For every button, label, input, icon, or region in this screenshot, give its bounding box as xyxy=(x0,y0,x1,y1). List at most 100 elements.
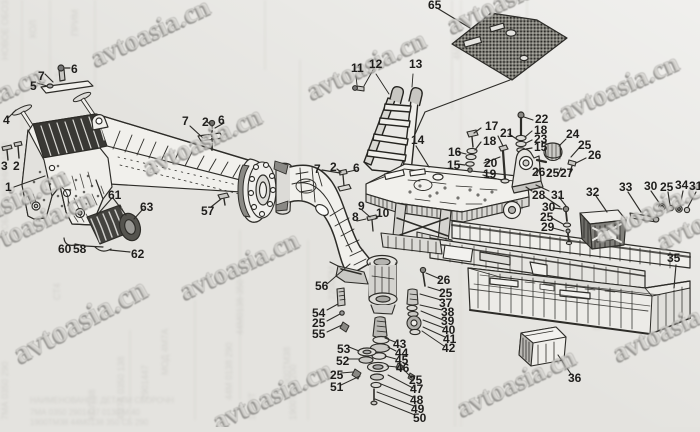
svg-text:26: 26 xyxy=(532,165,546,179)
svg-text:23: 23 xyxy=(534,132,548,146)
svg-text:1: 1 xyxy=(5,180,12,194)
svg-text:НАИМЕНОВАНИЕ ДЕТАЛИ СБОРОЧН: НАИМЕНОВАНИЕ ДЕТАЛИ СБОРОЧН xyxy=(30,396,174,405)
svg-text:43: 43 xyxy=(393,337,407,351)
svg-text:41: 41 xyxy=(443,332,457,346)
svg-text:1900ТМ38: 1900ТМ38 xyxy=(282,347,292,390)
svg-text:15: 15 xyxy=(447,158,461,172)
svg-text:51: 51 xyxy=(330,380,344,394)
svg-text:25: 25 xyxy=(578,138,592,152)
svg-text:46: 46 xyxy=(396,361,410,375)
svg-text:190ОТ: 190ОТ xyxy=(247,392,257,420)
svg-text:39: 39 xyxy=(441,314,455,328)
svg-text:25: 25 xyxy=(540,210,554,224)
svg-text:21: 21 xyxy=(500,126,514,140)
svg-text:5: 5 xyxy=(30,79,37,93)
svg-text:47: 47 xyxy=(410,382,424,396)
svg-text:25: 25 xyxy=(409,373,423,387)
svg-text:37: 37 xyxy=(439,296,453,310)
svg-text:18: 18 xyxy=(483,134,497,148)
svg-text:НОВОЕ ОБОЗ: НОВОЕ ОБОЗ xyxy=(0,0,10,60)
svg-text:53: 53 xyxy=(337,342,351,356)
svg-text:24: 24 xyxy=(566,127,580,141)
svg-text:ДЕТ: ДЕТ xyxy=(54,72,64,90)
svg-text:СТ4: СТ4 xyxy=(52,283,62,300)
svg-text:4: 4 xyxy=(3,113,10,127)
svg-text:30: 30 xyxy=(644,179,658,193)
svg-text:49: 49 xyxy=(411,402,425,416)
svg-text:6: 6 xyxy=(71,62,78,76)
svg-text:7: 7 xyxy=(182,114,189,128)
svg-text:31: 31 xyxy=(551,188,565,202)
svg-text:10: 10 xyxy=(376,206,390,220)
svg-text:54: 54 xyxy=(312,306,326,320)
svg-text:61: 61 xyxy=(108,188,122,202)
svg-text:52: 52 xyxy=(336,354,350,368)
svg-text:1900ТМ 2200: 1900ТМ 2200 xyxy=(288,364,298,420)
svg-text:КОЛ: КОЛ xyxy=(28,20,38,38)
svg-text:2200СМ: 2200СМ xyxy=(327,266,337,300)
svg-text:8: 8 xyxy=(352,210,359,224)
svg-text:29: 29 xyxy=(541,220,555,234)
svg-text:65: 65 xyxy=(428,0,442,12)
svg-text:25: 25 xyxy=(330,368,344,382)
svg-text:7: 7 xyxy=(314,162,321,176)
svg-text:38: 38 xyxy=(441,305,455,319)
svg-text:31: 31 xyxy=(689,179,700,193)
svg-text:20: 20 xyxy=(484,156,498,170)
svg-text:25: 25 xyxy=(546,166,560,180)
svg-text:7МА 0350 290: 7МА 0350 290 xyxy=(0,361,10,420)
svg-text:44М 0138 290: 44М 0138 290 xyxy=(224,342,234,400)
svg-text:2901447: 2901447 xyxy=(140,365,150,400)
svg-text:2: 2 xyxy=(202,115,209,129)
svg-text:26: 26 xyxy=(588,148,602,162)
svg-text:57: 57 xyxy=(201,204,215,218)
svg-text:62: 62 xyxy=(131,247,145,261)
svg-text:16: 16 xyxy=(448,145,462,159)
svg-text:18: 18 xyxy=(534,123,548,137)
svg-text:ПРИМ: ПРИМ xyxy=(70,10,80,36)
svg-text:44М0138-350: 44М0138-350 xyxy=(235,279,245,335)
svg-text:7: 7 xyxy=(38,69,45,83)
svg-text:36: 36 xyxy=(568,371,582,385)
svg-text:4М7А 0350 138: 4М7А 0350 138 xyxy=(116,356,126,420)
svg-text:26: 26 xyxy=(437,273,451,287)
svg-text:45: 45 xyxy=(395,353,409,367)
svg-text:12: 12 xyxy=(369,57,383,71)
svg-text:25: 25 xyxy=(312,316,326,330)
svg-text:11: 11 xyxy=(351,61,364,75)
svg-text:44: 44 xyxy=(395,346,409,360)
svg-text:МОД 4М7А: МОД 4М7А xyxy=(160,329,170,375)
svg-text:2: 2 xyxy=(13,159,20,173)
svg-text:7МА 0350 2901447 0138 М 40: 7МА 0350 2901447 0138 М 40 xyxy=(30,408,140,417)
svg-text:19: 19 xyxy=(483,167,497,181)
svg-text:2: 2 xyxy=(330,160,337,174)
svg-text:25: 25 xyxy=(439,286,453,300)
svg-text:13: 13 xyxy=(409,57,423,71)
svg-text:50: 50 xyxy=(413,411,427,425)
svg-text:6: 6 xyxy=(218,113,225,127)
svg-text:28: 28 xyxy=(532,188,546,202)
svg-text:14: 14 xyxy=(411,133,425,147)
svg-text:КОЛ 38: КОЛ 38 xyxy=(87,390,97,420)
svg-text:35: 35 xyxy=(667,251,681,265)
svg-text:34: 34 xyxy=(675,178,689,192)
svg-text:40: 40 xyxy=(442,323,456,337)
svg-text:1900ТМ38 44М0138 350 СБ 290: 1900ТМ38 44М0138 350 СБ 290 xyxy=(30,418,149,427)
svg-text:27: 27 xyxy=(560,166,574,180)
svg-text:17: 17 xyxy=(485,119,499,133)
svg-text:32: 32 xyxy=(586,185,600,199)
svg-text:55: 55 xyxy=(312,327,326,341)
svg-text:3: 3 xyxy=(1,159,8,173)
svg-text:22: 22 xyxy=(535,112,549,126)
svg-text:63: 63 xyxy=(140,200,154,214)
svg-text:6: 6 xyxy=(353,161,360,175)
svg-text:25: 25 xyxy=(660,180,674,194)
svg-text:9: 9 xyxy=(358,199,365,213)
svg-text:15: 15 xyxy=(534,140,548,154)
svg-text:48: 48 xyxy=(410,393,424,407)
svg-text:ОБОЗНАЧЕНИЕ М38: ОБОЗНАЧЕНИЕ М38 xyxy=(0,142,10,230)
svg-text:56: 56 xyxy=(315,279,329,293)
svg-text:42: 42 xyxy=(442,341,456,355)
svg-text:33: 33 xyxy=(619,180,633,194)
svg-text:58: 58 xyxy=(73,242,87,256)
